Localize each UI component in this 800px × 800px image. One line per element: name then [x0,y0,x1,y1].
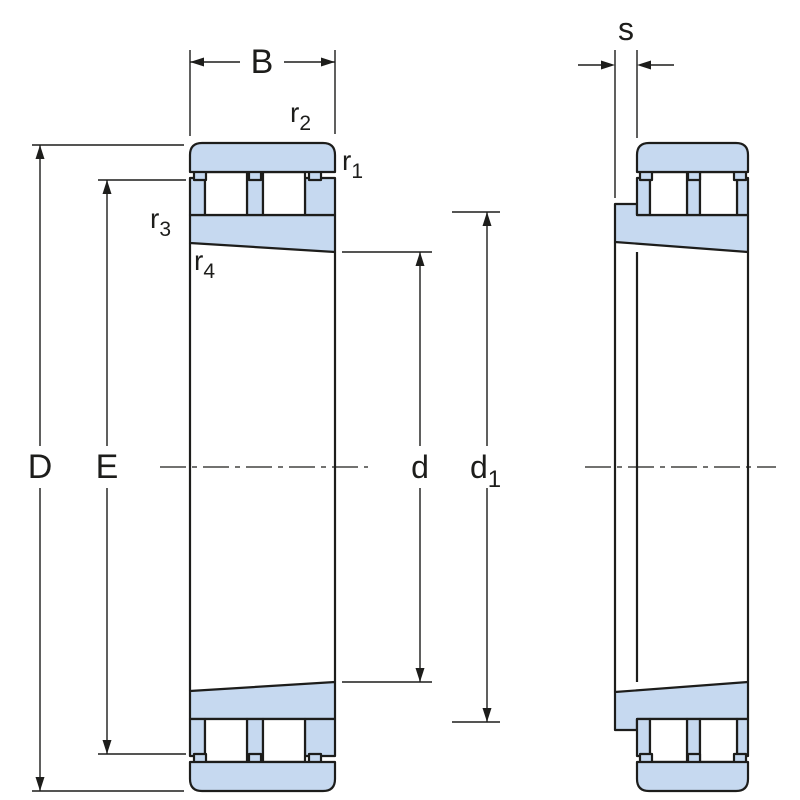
dim-label-B: B [251,43,274,81]
arrowhead-down [415,668,425,682]
inner-ring-rib [635,176,652,217]
dimension-d1: d1 [452,211,501,723]
dimension-s: s [578,11,674,198]
arrowhead-down [482,708,492,722]
roller [698,717,739,764]
inner-ring-rib [685,176,702,217]
arrowhead-down [35,777,45,791]
roller [261,170,307,217]
inner-ring-rib [685,717,702,758]
roller [648,717,689,764]
arrowhead-up [482,212,492,226]
dim-label-d1: d1 [470,449,501,493]
arrowhead-right [321,57,335,67]
outer-ring-section [188,760,337,793]
outer-ring-section [635,760,750,793]
dim-label-s: s [618,11,634,47]
arrowhead-left [190,57,204,67]
dimension-D: D [28,144,184,792]
outer-ring-section [635,141,750,174]
arrowhead-down [102,740,112,754]
inner-ring-section [188,213,337,254]
inner-ring-rib [303,717,337,758]
inner-ring-rib [635,717,652,758]
inner-ring-rib [735,176,750,217]
radius-labels: r2 r1 r3 r4 [150,97,363,283]
roller [203,717,249,764]
inner-ring-rib [303,176,337,217]
inner-ring-rib [188,717,207,758]
outer-ring-section [188,141,337,174]
dimension-E: E [96,179,186,755]
dimension-d: d [342,251,432,683]
arrowhead-up [415,252,425,266]
label-r2: r2 [290,97,311,135]
label-r4: r4 [194,245,215,283]
arrowhead-right [601,60,615,70]
left-section-view [188,141,337,793]
inner-ring-rib [188,176,207,217]
arrowhead-up [35,145,45,159]
dim-label-D: D [28,448,53,486]
inner-ring-rib [735,717,750,758]
roller [648,170,689,217]
label-r3: r3 [150,203,171,241]
label-r1: r1 [342,145,363,183]
dim-label-E: E [96,448,119,486]
roller [203,170,249,217]
dimension-B: B [189,43,336,136]
inner-ring-rib [245,176,265,217]
right-section-view [613,141,750,793]
inner-ring-section [188,680,337,721]
inner-ring-rib [245,717,265,758]
roller [698,170,739,217]
arrowhead-up [102,180,112,194]
arrowhead-left [637,60,651,70]
dim-label-d: d [411,449,429,485]
roller [261,717,307,764]
